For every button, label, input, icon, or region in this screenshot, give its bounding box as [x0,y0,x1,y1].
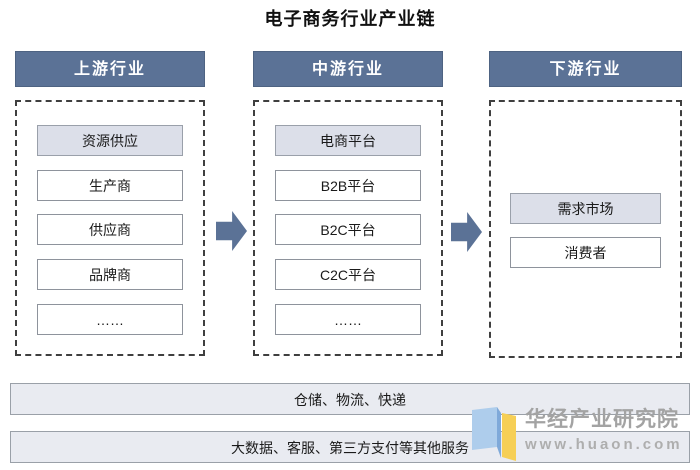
midstream-node-b2c-platform: B2C平台 [275,214,421,245]
watermark-text: 华经产业研究院 www.huaon.com [525,406,683,456]
logistics-support-bar: 仓储、物流、快递 [10,383,690,415]
upstream-node-resource-supply: 资源供应 [37,125,183,156]
downstream-header: 下游行业 [489,51,682,87]
upstream-group: 资源供应 生产商 供应商 品牌商 …… [15,100,205,356]
right-arrow-icon [216,211,247,251]
other-services-bar: 大数据、客服、第三方支付等其他服务 [10,431,690,463]
downstream-node-demand-market: 需求市场 [510,193,661,224]
upstream-node-manufacturers: 生产商 [37,170,183,201]
watermark: 华经产业研究院 www.huaon.com [471,406,697,466]
midstream-node-c2c-platform: C2C平台 [275,259,421,290]
midstream-group: 电商平台 B2B平台 B2C平台 C2C平台 …… [253,100,443,356]
upstream-header: 上游行业 [15,51,205,87]
right-arrow-icon [451,212,482,252]
watermark-name: 华经产业研究院 [525,408,679,431]
downstream-node-consumers: 消费者 [510,237,661,268]
huaon-logo-icon [472,407,516,461]
downstream-group: 需求市场 消费者 [489,100,682,358]
midstream-node-ellipsis: …… [275,304,421,335]
midstream-header: 中游行业 [253,51,443,87]
upstream-node-suppliers: 供应商 [37,214,183,245]
midstream-node-ecommerce-platform: 电商平台 [275,125,421,156]
page-title: 电子商务行业产业链 [264,9,436,29]
midstream-node-b2b-platform: B2B平台 [275,170,421,201]
watermark-url: www.huaon.com [525,436,683,453]
upstream-node-brand-owners: 品牌商 [37,259,183,290]
upstream-node-ellipsis: …… [37,304,183,335]
